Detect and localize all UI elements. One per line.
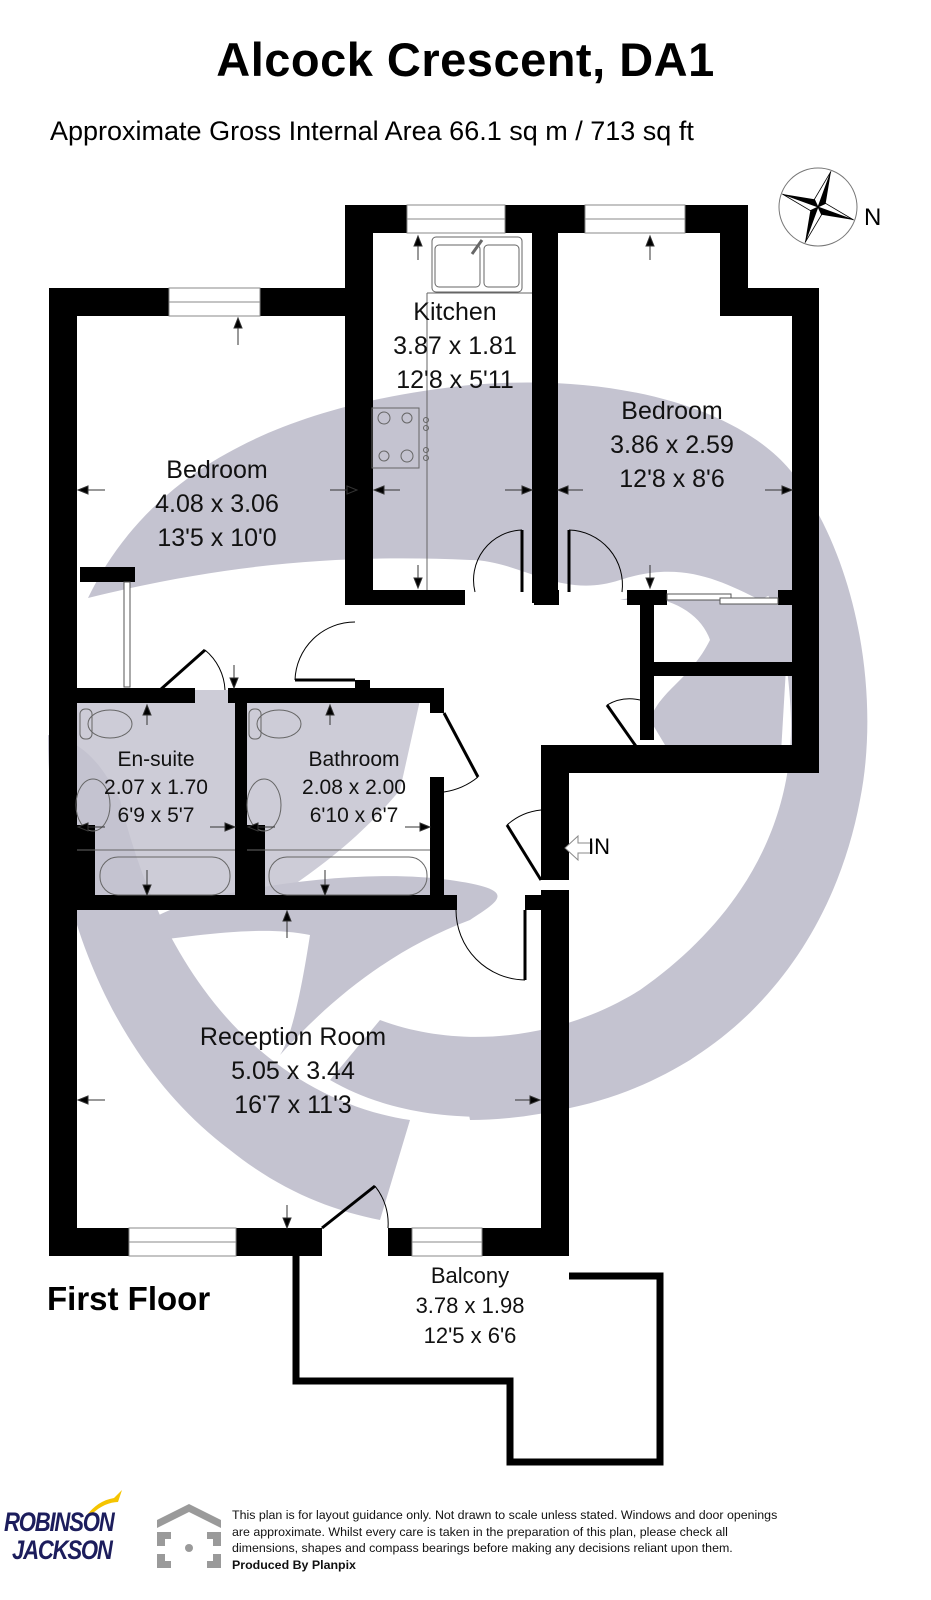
room-label-bathroom: Bathroom 2.08 x 2.00 6'10 x 6'7 bbox=[302, 746, 406, 830]
doors bbox=[123, 529, 779, 1230]
kitchen-fixtures bbox=[371, 236, 532, 590]
room-imperial: 13'5 x 10'0 bbox=[157, 524, 277, 552]
produced-by: Produced By Planpix bbox=[232, 1557, 356, 1572]
room-metric: 3.86 x 2.59 bbox=[610, 431, 734, 459]
walls bbox=[49, 205, 819, 1256]
floor-label: First Floor bbox=[47, 1280, 211, 1317]
hollow-arrow-left-icon bbox=[564, 834, 593, 862]
room-imperial: 12'8 x 5'11 bbox=[396, 366, 514, 394]
property-title: Alcock Crescent, DA1 bbox=[216, 33, 715, 86]
room-label-balcony: Balcony 3.78 x 1.98 12'5 x 6'6 bbox=[416, 1261, 525, 1351]
room-imperial: 16'7 x 11'3 bbox=[234, 1091, 352, 1119]
entrance-label: IN bbox=[588, 834, 610, 859]
room-name: Balcony bbox=[430, 1263, 510, 1288]
room-name: Bedroom bbox=[166, 456, 268, 484]
windows bbox=[128, 204, 686, 1257]
dimension-markers bbox=[76, 234, 794, 1230]
room-metric: 3.78 x 1.98 bbox=[415, 1293, 525, 1318]
room-metric: 2.08 x 2.00 bbox=[302, 776, 406, 799]
logo-line-2: JACKSON bbox=[12, 1535, 113, 1565]
room-name: En-suite bbox=[117, 748, 195, 771]
room-metric: 4.08 x 3.06 bbox=[155, 490, 279, 518]
disclaimer-line: This plan is for layout guidance only. N… bbox=[232, 1508, 778, 1522]
room-imperial: 6'10 x 6'7 bbox=[309, 804, 399, 827]
disclaimer-text: This plan is for layout guidance only. N… bbox=[232, 1507, 832, 1573]
room-name: Reception Room bbox=[199, 1023, 387, 1051]
room-label-reception: Reception Room 5.05 x 3.44 16'7 x 11'3 bbox=[200, 1020, 386, 1122]
balcony-outline bbox=[292, 1256, 664, 1466]
logo-line-1: ROBINSON bbox=[4, 1507, 115, 1537]
room-name: Bathroom bbox=[308, 748, 400, 771]
robinson-jackson-logo: ROBINSON JACKSON bbox=[4, 1490, 134, 1566]
room-label-bedroom-2: Bedroom 3.86 x 2.59 12'8 x 8'6 bbox=[610, 394, 734, 496]
compass-rose-icon bbox=[778, 167, 858, 247]
room-label-en-suite: En-suite 2.07 x 1.70 6'9 x 5'7 bbox=[104, 746, 208, 830]
swallow-icon bbox=[86, 1490, 122, 1516]
gross-internal-area: Approximate Gross Internal Area 66.1 sq … bbox=[50, 116, 694, 146]
room-label-bedroom-1: Bedroom 4.08 x 3.06 13'5 x 10'0 bbox=[155, 453, 279, 555]
room-imperial: 12'5 x 6'6 bbox=[423, 1323, 517, 1348]
room-label-kitchen: Kitchen 3.87 x 1.81 12'8 x 5'11 bbox=[393, 295, 517, 397]
room-metric: 3.87 x 1.81 bbox=[393, 332, 517, 360]
compass-north-label: N bbox=[864, 204, 882, 231]
room-name: Kitchen bbox=[413, 298, 497, 326]
disclaimer-line: are approximate. Whilst every care is ta… bbox=[232, 1524, 728, 1539]
room-imperial: 6'9 x 5'7 bbox=[117, 804, 195, 827]
watermark-swirl bbox=[48, 382, 868, 1220]
bathroom-fixtures bbox=[75, 708, 430, 896]
room-imperial: 12'8 x 8'6 bbox=[619, 465, 725, 493]
room-metric: 2.07 x 1.70 bbox=[104, 776, 208, 799]
planpix-house-icon bbox=[157, 1504, 221, 1568]
room-metric: 5.05 x 3.44 bbox=[231, 1057, 355, 1085]
disclaimer-line: dimensions, shapes and compass bearings … bbox=[232, 1541, 733, 1555]
room-name: Bedroom bbox=[621, 397, 723, 425]
